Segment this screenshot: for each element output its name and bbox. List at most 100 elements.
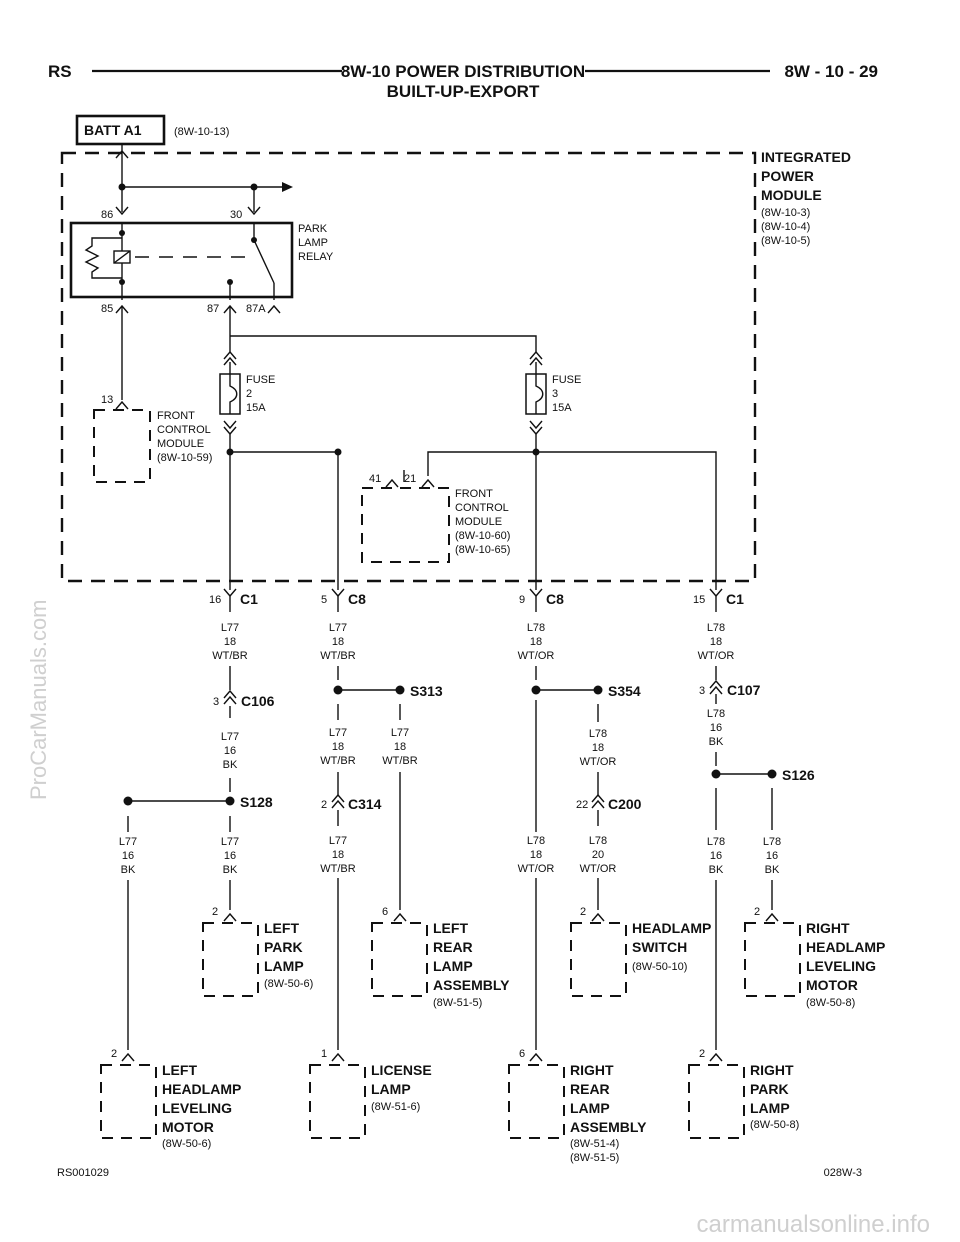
svg-text:MODULE: MODULE	[761, 187, 822, 203]
svg-text:2: 2	[246, 388, 252, 400]
svg-text:CONTROL: CONTROL	[157, 424, 211, 436]
svg-text:6: 6	[382, 906, 388, 918]
svg-text:(8W-50-6): (8W-50-6)	[264, 978, 313, 990]
svg-text:LAMP: LAMP	[750, 1100, 790, 1116]
svg-text:C106: C106	[241, 693, 275, 709]
svg-text:WT/OR: WT/OR	[698, 650, 735, 662]
svg-text:(8W-50-8): (8W-50-8)	[806, 997, 855, 1009]
svg-text:87: 87	[207, 303, 219, 315]
svg-text:21: 21	[404, 473, 416, 485]
svg-text:MOTOR: MOTOR	[806, 977, 858, 993]
svg-text:WT/BR: WT/BR	[320, 863, 355, 875]
svg-text:L77: L77	[329, 727, 347, 739]
right-park-lamp: 2 RIGHT PARK LAMP (8W-50-8)	[688, 1048, 799, 1139]
svg-text:RIGHT: RIGHT	[570, 1062, 614, 1078]
wire-label-s126-right: L78 16 BK	[763, 836, 781, 876]
svg-text:2: 2	[580, 906, 586, 918]
svg-text:WT/BR: WT/BR	[212, 650, 247, 662]
svg-text:PARK: PARK	[298, 223, 328, 235]
wire-label-c8-9-down: L78 18 WT/OR	[518, 835, 555, 875]
svg-text:30: 30	[230, 209, 242, 221]
svg-text:LAMP: LAMP	[264, 958, 304, 974]
svg-text:16: 16	[209, 594, 221, 606]
svg-text:18: 18	[710, 636, 722, 648]
svg-text:BK: BK	[223, 759, 238, 771]
svg-text:15A: 15A	[552, 402, 572, 414]
wire-label-s128-right: L77 16 BK	[221, 836, 239, 876]
svg-text:SWITCH: SWITCH	[632, 939, 687, 955]
wire-label-c1-15: L78 18 WT/OR	[698, 622, 735, 662]
front-control-module-2-label: FRONT CONTROL MODULE (8W-10-60) (8W-10-6…	[455, 488, 510, 556]
svg-text:(8W-51-5): (8W-51-5)	[433, 997, 482, 1009]
svg-text:18: 18	[530, 849, 542, 861]
svg-text:LEFT: LEFT	[433, 920, 468, 936]
batt-a1-box	[75, 114, 166, 146]
page-header: RS 8W-10 POWER DISTRIBUTION 8W - 10 - 29…	[48, 62, 878, 101]
svg-text:WT/BR: WT/BR	[382, 755, 417, 767]
svg-text:(8W-10-3): (8W-10-3)	[761, 207, 810, 219]
svg-text:18: 18	[332, 741, 344, 753]
svg-text:L78: L78	[707, 622, 725, 634]
svg-text:WT/OR: WT/OR	[580, 756, 617, 768]
svg-text:REAR: REAR	[570, 1081, 610, 1097]
wire-label-c200-out: L78 20 WT/OR	[580, 835, 617, 875]
wire-label-s313-left: L77 18 WT/BR	[320, 727, 355, 767]
svg-text:FRONT: FRONT	[455, 488, 493, 500]
license-lamp: 1 LICENSE LAMP (8W-51-6)	[309, 1048, 432, 1139]
svg-text:(8W-10-59): (8W-10-59)	[157, 452, 212, 464]
connector-c314: 2 C314	[321, 796, 382, 812]
svg-text:BK: BK	[121, 864, 136, 876]
ipm-outline	[60, 151, 757, 583]
svg-text:16: 16	[710, 850, 722, 862]
header-left: RS	[48, 62, 72, 81]
arrow-right-icon	[282, 182, 293, 192]
svg-text:2: 2	[212, 906, 218, 918]
svg-text:LAMP: LAMP	[433, 958, 473, 974]
connector-c106: 3 C106	[213, 693, 275, 709]
svg-text:L78: L78	[707, 836, 725, 848]
connector-c1-pin16: 16 C1	[209, 588, 258, 607]
svg-text:L78: L78	[527, 622, 545, 634]
park-lamp-relay	[69, 221, 294, 299]
svg-text:(8W-10-60): (8W-10-60)	[455, 530, 510, 542]
wire-label-s126-left: L78 16 BK	[707, 836, 725, 876]
connector-c8-pin9: 9 C8	[519, 588, 564, 607]
svg-text:C1: C1	[726, 591, 744, 607]
relay-resistor	[84, 237, 122, 279]
wire-label-c8-5: L77 18 WT/BR	[320, 622, 355, 662]
svg-text:INTEGRATED: INTEGRATED	[761, 149, 851, 165]
svg-text:15: 15	[693, 594, 705, 606]
svg-text:LAMP: LAMP	[298, 237, 328, 249]
park-lamp-relay-label: PARK LAMP RELAY	[298, 223, 334, 263]
svg-text:POWER: POWER	[761, 168, 814, 184]
splice-s354-label: S354	[608, 683, 641, 699]
svg-text:LEVELING: LEVELING	[162, 1100, 232, 1116]
svg-text:FUSE: FUSE	[552, 374, 581, 386]
fuse-2-element	[229, 362, 238, 414]
connector-c107: 3 C107	[699, 682, 761, 698]
svg-text:REAR: REAR	[433, 939, 473, 955]
front-control-module-1	[93, 409, 151, 483]
wire-label-s313-right: L77 18 WT/BR	[382, 727, 417, 767]
svg-text:FUSE: FUSE	[246, 374, 275, 386]
svg-text:L77: L77	[221, 731, 239, 743]
svg-text:C8: C8	[348, 591, 366, 607]
svg-text:HEADLAMP: HEADLAMP	[632, 920, 711, 936]
svg-text:LEFT: LEFT	[162, 1062, 197, 1078]
svg-text:86: 86	[101, 209, 113, 221]
svg-text:ASSEMBLY: ASSEMBLY	[433, 977, 510, 993]
svg-text:MODULE: MODULE	[455, 516, 502, 528]
svg-text:BK: BK	[223, 864, 238, 876]
wire-label-c106-out: L77 16 BK	[221, 731, 239, 771]
svg-text:C200: C200	[608, 796, 642, 812]
svg-text:(8W-50-6): (8W-50-6)	[162, 1138, 211, 1150]
svg-text:85: 85	[101, 303, 113, 315]
svg-text:L78: L78	[589, 728, 607, 740]
svg-text:16: 16	[224, 745, 236, 757]
footer-right: 028W-3	[824, 1167, 862, 1179]
fuse-3-label: FUSE 3 15A	[552, 374, 581, 414]
splice-s313-label: S313	[410, 683, 443, 699]
svg-text:87A: 87A	[246, 303, 266, 315]
header-subtitle: BUILT-UP-EXPORT	[387, 82, 540, 101]
right-headlamp-leveling-motor: 2 RIGHT HEADLAMP LEVELING MOTOR (8W-50-8…	[744, 906, 885, 1009]
